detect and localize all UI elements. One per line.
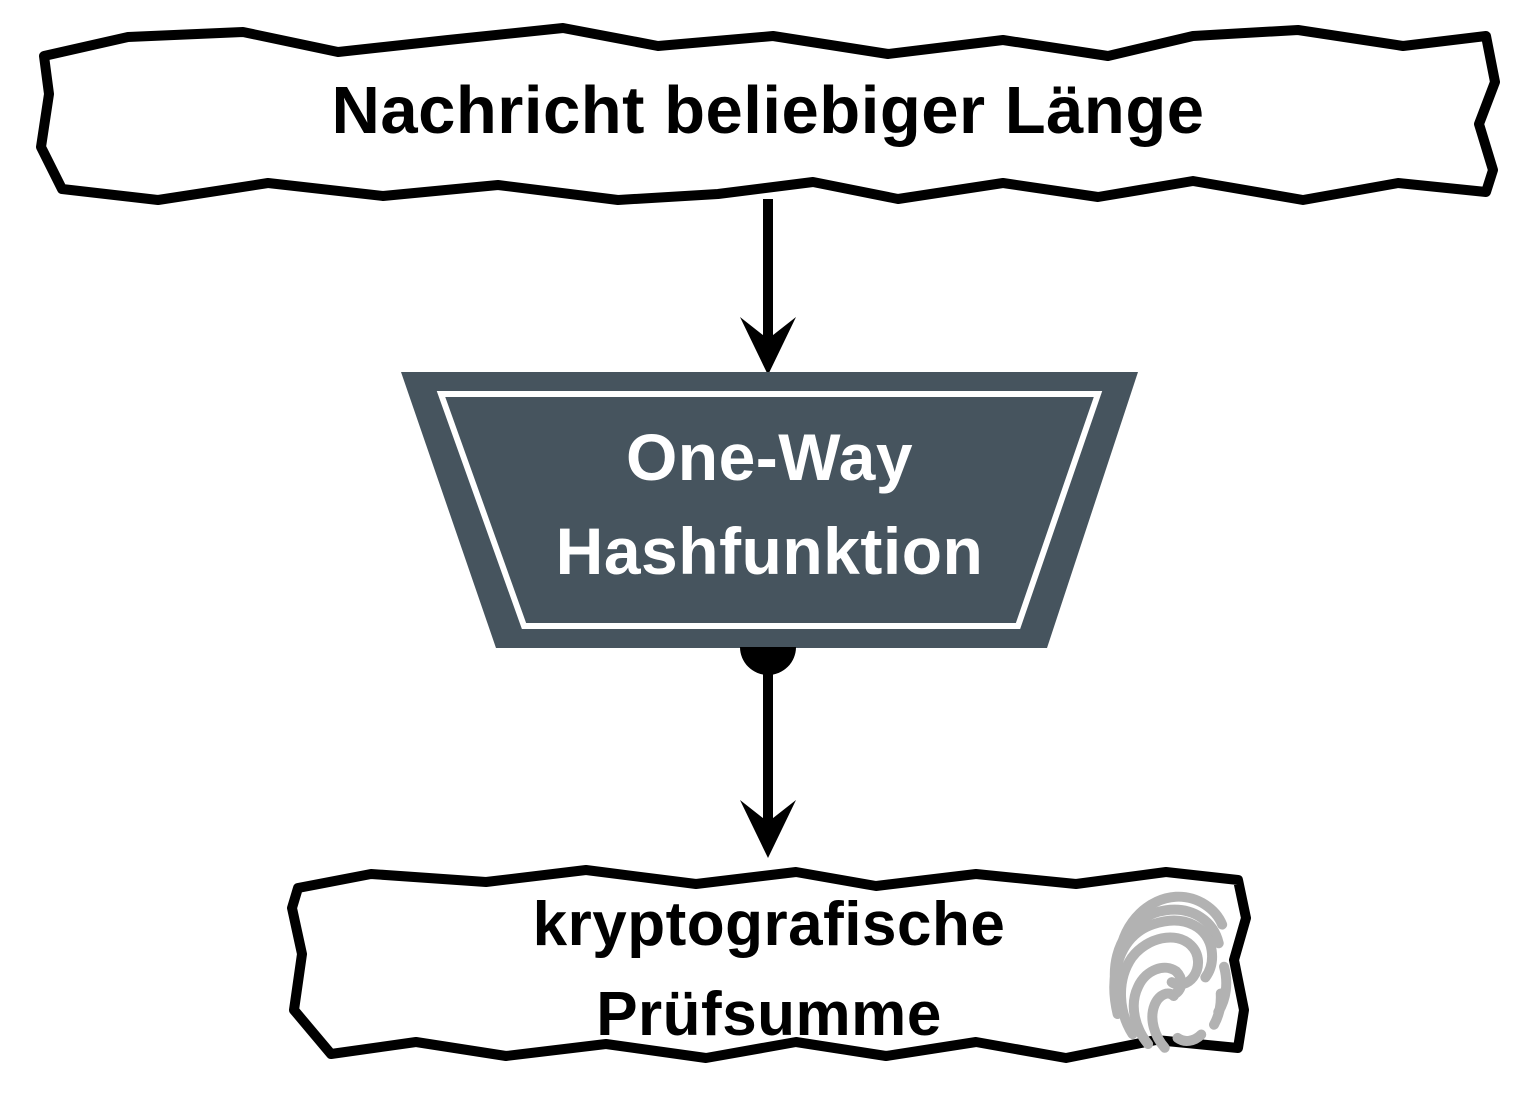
message-box-outline [36,23,1500,205]
hash-trapezoid-fill [401,372,1138,648]
checksum-box-sketch-border [287,865,1251,1063]
hash-trapezoid-shape [401,372,1138,648]
node-message-box [18,10,1518,208]
node-hash-trapezoid [401,372,1138,648]
arrow-head [740,317,796,375]
arrow-head [740,800,796,858]
arrow-message-to-hash [740,199,796,375]
message-box-sketch-border [36,23,1500,205]
checksum-box-outline [287,865,1251,1063]
arrow-hash-to-checksum [740,647,796,858]
hash-trapezoid-inner-line [436,391,1103,629]
fingerprint-ridges [1109,891,1232,1053]
fingerprint-icon [1109,891,1232,1053]
node-checksum-box [276,856,1264,1084]
